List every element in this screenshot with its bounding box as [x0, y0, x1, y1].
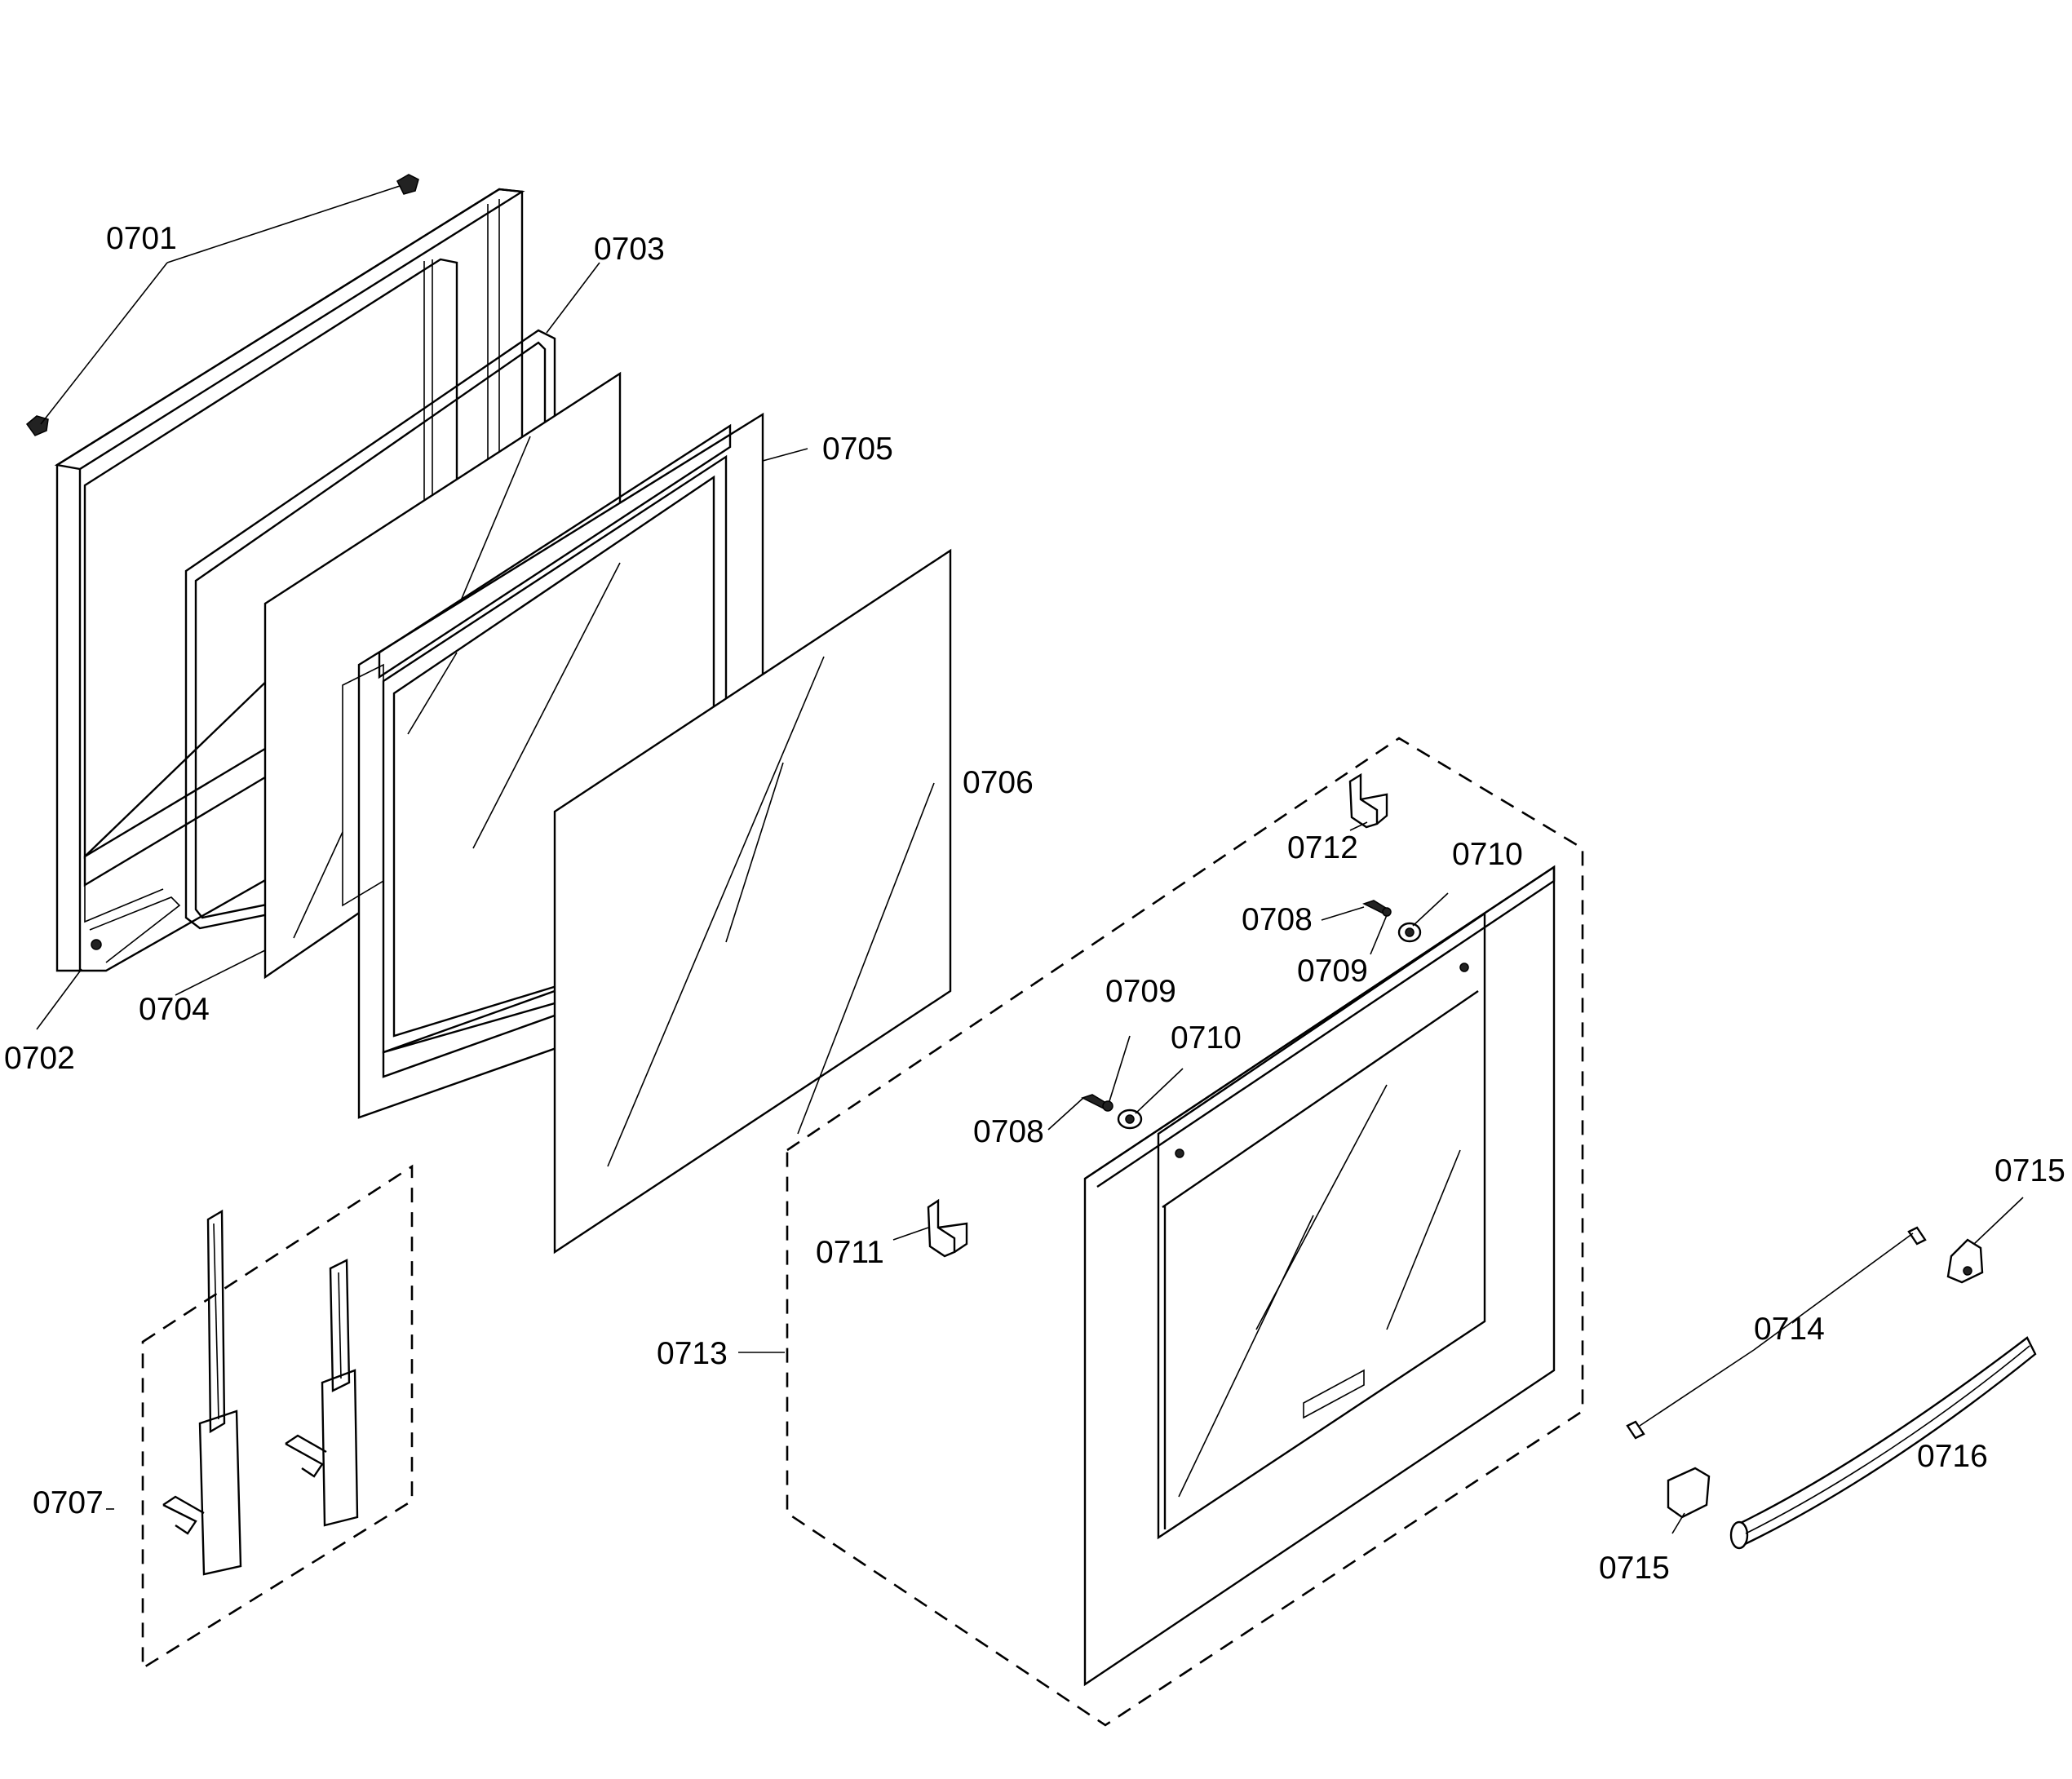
- label-0704: 0704: [139, 992, 210, 1027]
- label-0708-left: 0708: [973, 1114, 1044, 1149]
- part-handle: [1626, 1226, 2037, 1550]
- label-0702: 0702: [4, 1041, 75, 1076]
- label-0712: 0712: [1287, 830, 1358, 865]
- label-0714: 0714: [1754, 1312, 1825, 1347]
- label-0710-top: 0710: [1452, 837, 1523, 872]
- label-0710-left: 0710: [1171, 1020, 1242, 1055]
- label-0715-bottom: 0715: [1599, 1551, 1670, 1586]
- part-0701-screws: [25, 174, 419, 436]
- part-brackets: [927, 772, 1388, 1258]
- label-0708-top: 0708: [1242, 902, 1313, 937]
- label-0709-top: 0709: [1297, 954, 1368, 989]
- part-0707-hinges: [141, 1164, 414, 1671]
- label-0701: 0701: [106, 221, 177, 256]
- label-0707: 0707: [33, 1485, 104, 1520]
- label-0713: 0713: [657, 1336, 728, 1371]
- part-0713-outer-door: [786, 737, 1584, 1727]
- leader-lines: [36, 185, 2024, 1534]
- label-0709-left: 0709: [1105, 974, 1176, 1009]
- label-0711: 0711: [816, 1235, 884, 1270]
- label-0703: 0703: [594, 232, 665, 267]
- label-0705: 0705: [822, 431, 893, 467]
- part-labels: 0701 0703 0705 0706 0704 0702 0707 0712 …: [4, 221, 2065, 1586]
- part-0706-outer-glass: [553, 548, 952, 1255]
- label-0716: 0716: [1917, 1439, 1988, 1474]
- label-0715-top: 0715: [1995, 1153, 2065, 1188]
- label-0706: 0706: [963, 765, 1034, 800]
- part-fasteners: [1081, 900, 1422, 1130]
